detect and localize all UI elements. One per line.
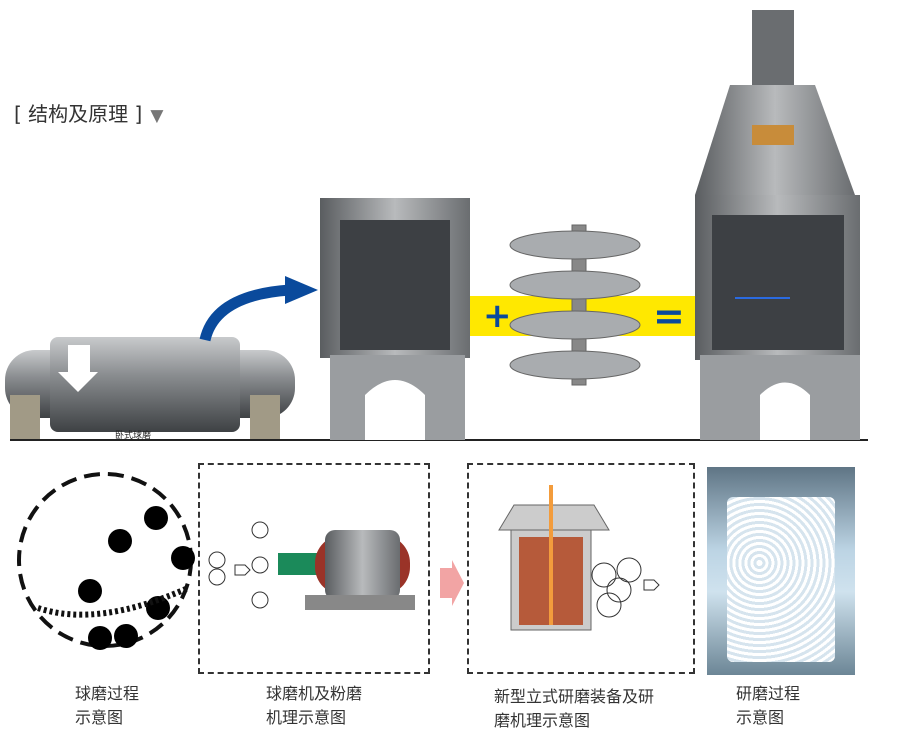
vertical-mill-shell [320, 198, 470, 440]
screw-agitator [509, 224, 641, 386]
section-title: [ 结构及原理 ] [14, 102, 143, 126]
top-diagram [5, 10, 868, 441]
caption-vertical-grinding: 新型立式研磨装备及研磨机理示意图 [494, 687, 655, 730]
pink-arrow-icon [440, 560, 464, 606]
plus-sign: + [483, 296, 512, 336]
vertical-grinding-mechanism-panel [467, 463, 695, 674]
vertical-grinding-mill [695, 10, 860, 440]
ball-milling-process-diagram [17, 472, 195, 650]
triangle-down-icon[interactable]: ▼ [150, 106, 164, 126]
equals-sign: = [653, 294, 685, 338]
caption-ball-milling: 球磨过程示意图 [75, 684, 140, 727]
caption-grinding-process: 研磨过程示意图 [736, 684, 801, 727]
caption-ball-mill-mechanism: 球磨机及粉磨机理示意图 [266, 684, 363, 727]
section-header[interactable]: [ 结构及原理 ] ▼ [14, 98, 163, 127]
horizontal-ball-mill [5, 337, 295, 440]
grinding-process-photo [707, 467, 855, 675]
ball-mill-label: 卧式球磨 [115, 431, 152, 441]
ball-mill-mechanism-panel [198, 463, 430, 674]
